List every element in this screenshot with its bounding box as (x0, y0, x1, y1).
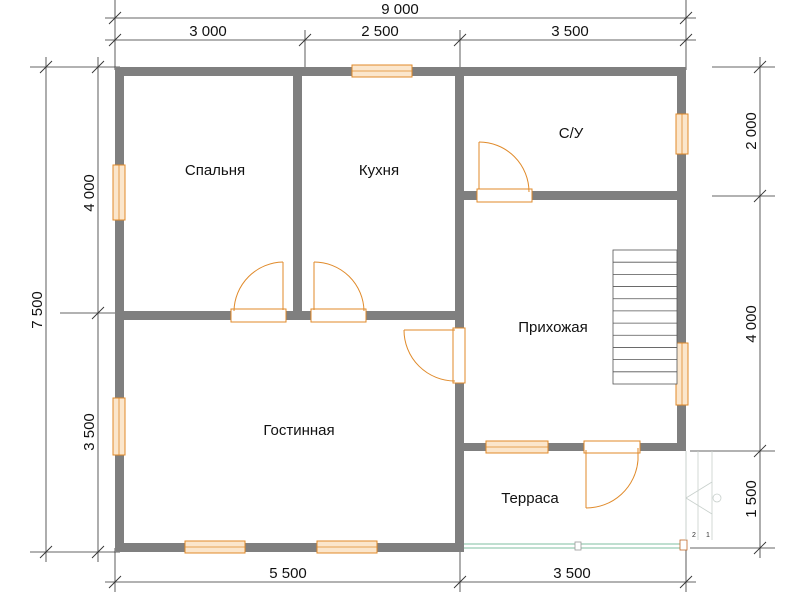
dim-right-1: 2 000 (743, 112, 760, 150)
window-kitchen (351, 64, 413, 78)
walls (115, 67, 686, 552)
dim-top-2: 2 500 (361, 23, 399, 40)
window-living-bottom-2 (316, 540, 378, 554)
room-label-terrace: Терраса (501, 490, 559, 507)
dim-total-height: 7 500 (29, 291, 46, 329)
wall-hall-terrace (464, 443, 686, 451)
dim-bottom-1: 5 500 (269, 565, 307, 582)
top-dimensions: 9 000 3 000 2 500 3 500 (105, 0, 696, 70)
wall-bathroom-hall (464, 191, 677, 200)
stair-mark-1: 1 (706, 532, 710, 539)
left-dimensions: 7 500 4 000 3 500 (29, 57, 120, 562)
dim-bottom-2: 3 500 (553, 565, 591, 582)
room-label-kitchen: Кухня (359, 162, 399, 179)
dim-top-1: 3 000 (189, 23, 227, 40)
dim-top-3: 3 500 (551, 23, 589, 40)
window-bedroom (112, 164, 126, 221)
dim-left-2: 3 500 (81, 413, 98, 451)
wall-right (677, 67, 686, 451)
doors (230, 141, 641, 509)
window-bathroom (675, 113, 689, 155)
wall-bedroom-living (124, 311, 455, 320)
room-label-bathroom: С/У (559, 125, 584, 142)
right-dimensions: 2 000 4 000 1 500 (690, 57, 775, 558)
door-bathroom (476, 141, 533, 203)
door-terrace (583, 440, 641, 509)
bottom-dimensions: 5 500 3 500 (105, 548, 696, 592)
room-label-living: Гостинная (263, 422, 334, 439)
room-label-bedroom: Спальня (185, 162, 245, 179)
dim-right-2: 4 000 (743, 305, 760, 343)
dim-right-3: 1 500 (743, 480, 760, 518)
stairs (612, 249, 678, 385)
wall-bedroom-kitchen (293, 76, 302, 320)
wall-left (115, 67, 124, 552)
dim-total-width: 9 000 (381, 1, 419, 18)
dim-left-1: 4 000 (81, 174, 98, 212)
window-hall (675, 342, 689, 406)
window-living-bottom-1 (184, 540, 246, 554)
window-living-left (112, 397, 126, 456)
room-labels: Спальня Кухня С/У Прихожая Гостинная Тер… (185, 125, 588, 507)
wall-center-vertical (455, 76, 464, 552)
door-kitchen (310, 261, 367, 323)
door-bedroom (230, 261, 287, 323)
window-hall-terrace (485, 440, 549, 454)
wall-bottom (115, 543, 464, 552)
room-label-hall: Прихожая (518, 319, 588, 336)
terrace-railing: 2 1 (464, 451, 722, 551)
windows (112, 64, 689, 554)
stair-mark-2: 2 (692, 532, 696, 539)
door-living-hall (403, 327, 466, 384)
